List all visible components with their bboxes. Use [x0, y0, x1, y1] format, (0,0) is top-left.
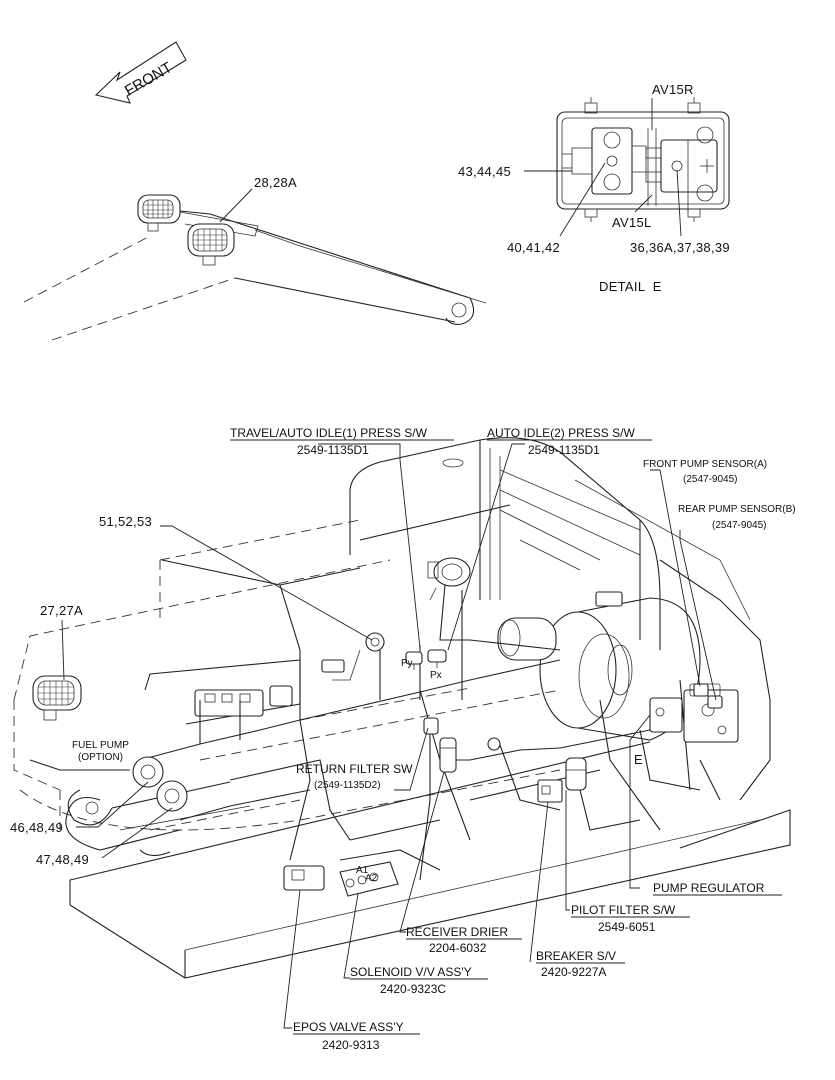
- return-filter-switch-icon: [423, 717, 439, 735]
- work-lamp-icon: [187, 223, 235, 266]
- wiring-harness: [29, 584, 721, 881]
- detail-part-36-label: 36,36A,37,38,39: [630, 240, 730, 255]
- pressure-switch-icon: [427, 557, 471, 601]
- epos-valve-code: 2420-9313: [322, 1038, 380, 1052]
- leader-lines: [61, 443, 717, 1029]
- a1-label: A1: [356, 865, 369, 876]
- px-switch-icon: [427, 649, 447, 668]
- detail-av15r-label: AV15R: [652, 82, 694, 97]
- detail-part-40-label: 40,41,42: [507, 240, 560, 255]
- front-arrow: FRONT: [94, 41, 187, 104]
- pilot-filter-switch-icon: [565, 757, 587, 791]
- pump-regulator-label: PUMP REGULATOR: [653, 881, 765, 895]
- part-46-label: 46,48,49: [10, 820, 63, 835]
- receiver-drier-code: 2204-6032: [429, 941, 487, 955]
- auto-idle-switch-label: AUTO IDLE(2) PRESS S/W: [487, 426, 635, 440]
- travel-press-switch-label: TRAVEL/AUTO IDLE(1) PRESS S/W: [230, 426, 428, 440]
- solenoid-valve-icon: [339, 861, 399, 897]
- front-pump-sensor-label: FRONT PUMP SENSOR(A): [643, 459, 767, 470]
- front-pump-sensor-icon: [693, 683, 709, 697]
- epos-valve-label: EPOS VALVE ASS'Y: [293, 1020, 404, 1034]
- marker-e-label: E: [634, 752, 643, 767]
- py-switch-icon: [405, 651, 423, 670]
- rear-pump-sensor-code: (2547-9045): [712, 520, 766, 531]
- fuel-pump-motor-icon: [156, 780, 188, 812]
- part-47-label: 47,48,49: [36, 852, 89, 867]
- detail-e: AV15R 43,44,45 AV15L 40,41,42 36,36A,37,…: [458, 82, 730, 294]
- solenoid-label: SOLENOID V/V ASS'Y: [350, 965, 472, 979]
- receiver-drier-icon: [439, 737, 457, 773]
- detail-part-43-label: 43,44,45: [458, 164, 511, 179]
- work-lamp-icon: [32, 675, 82, 721]
- solenoid-code: 2420-9323C: [380, 982, 446, 996]
- part-51-label: 51,52,53: [99, 514, 152, 529]
- fuel-pump-icon: [132, 756, 164, 788]
- work-lamp-icon: [137, 194, 181, 232]
- return-filter-code: (2549-1135D2): [314, 780, 381, 791]
- rear-pump-sensor-icon: [707, 695, 723, 709]
- auto-idle-switch-code: 2549-1135D1: [528, 443, 600, 457]
- pilot-filter-label: PILOT FILTER S/W: [571, 903, 676, 917]
- boom-assembly: 28,28A: [23, 175, 487, 341]
- boom-part-28-label: 28,28A: [254, 175, 297, 190]
- breaker-code: 2420-9227A: [541, 965, 606, 979]
- part-27-label: 27,27A: [40, 603, 83, 618]
- fuel-pump-label: FUEL PUMP: [72, 740, 129, 751]
- epos-valve-icon: [283, 865, 325, 891]
- fuel-pump-note: (OPTION): [78, 752, 123, 763]
- receiver-drier-label: RECEIVER DRIER: [406, 925, 508, 939]
- front-pump-sensor-code: (2547-9045): [683, 474, 737, 485]
- rear-pump-sensor-label: REAR PUMP SENSOR(B): [678, 504, 796, 515]
- return-filter-label: RETURN FILTER SW: [296, 762, 413, 776]
- breaker-valve-icon: [537, 779, 563, 803]
- label-underlines: [230, 439, 782, 1035]
- py-label: Py: [401, 658, 413, 669]
- machine-body: [13, 437, 791, 979]
- pilot-filter-code: 2549-6051: [598, 920, 656, 934]
- a2-label: A2: [365, 873, 378, 884]
- connector-icon: [365, 632, 385, 652]
- detail-title: DETAIL E: [599, 279, 662, 294]
- px-label: Px: [430, 670, 442, 681]
- front-label: FRONT: [122, 59, 175, 100]
- breaker-label: BREAKER S/V: [536, 949, 616, 963]
- detail-av15l-label: AV15L: [612, 215, 652, 230]
- travel-press-switch-code: 2549-1135D1: [297, 443, 369, 457]
- components: [32, 557, 723, 897]
- callout-labels: TRAVEL/AUTO IDLE(1) PRESS S/W 2549-1135D…: [10, 426, 796, 1052]
